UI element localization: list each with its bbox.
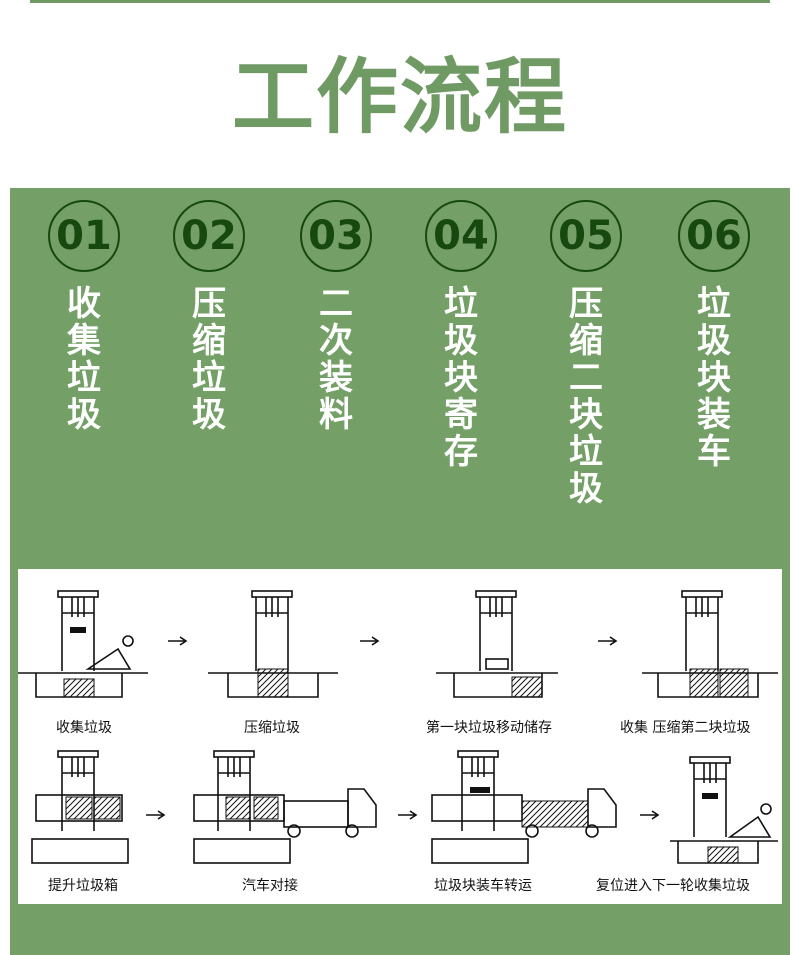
top-divider [30, 0, 770, 3]
diagram-caption: 垃圾块装车转运 [434, 878, 532, 894]
diagram-step-2 [208, 590, 338, 698]
diagram-step-4 [642, 590, 778, 698]
step-label: 压缩二块垃圾 [569, 284, 603, 509]
step-label: 二次装料 [319, 284, 353, 435]
diagram-step-3 [436, 590, 558, 698]
arrow-icon [640, 810, 660, 820]
step-label: 垃圾块装车 [697, 284, 731, 472]
process-diagram-drawing [18, 590, 778, 864]
step-number-badge: 04 [425, 200, 497, 272]
diagram-caption: 压缩垃圾 [244, 720, 300, 736]
process-diagram: 收集垃圾 压缩垃圾 第一块垃圾移动储存 收集 压缩第二块垃圾 提升垃圾箱 汽车对… [18, 569, 782, 904]
step-label: 压缩垃圾 [192, 284, 226, 435]
step-number-badge: 03 [300, 200, 372, 272]
diagram-step-8 [670, 756, 778, 864]
step-03: 03 二次装料 [300, 200, 376, 434]
diagram-caption: 第一块垃圾移动储存 [426, 720, 552, 736]
step-number-badge: 01 [48, 200, 120, 272]
arrow-icon [398, 810, 418, 820]
arrow-icon [598, 636, 618, 646]
diagram-step-5 [31, 750, 129, 864]
step-number-badge: 06 [678, 200, 750, 272]
diagram-step-1 [18, 590, 148, 698]
step-06: 06 垃圾块装车 [678, 200, 754, 471]
step-05: 05 压缩二块垃圾 [550, 200, 626, 508]
step-02: 02 压缩垃圾 [173, 200, 249, 434]
diagram-caption: 复位进入下一轮收集垃圾 [596, 878, 750, 894]
arrow-icon [146, 810, 166, 820]
step-label: 垃圾块寄存 [444, 284, 478, 472]
diagram-caption: 汽车对接 [242, 878, 298, 894]
diagram-caption: 收集垃圾 [56, 720, 112, 736]
arrow-icon [168, 636, 188, 646]
diagram-step-6 [193, 750, 377, 864]
step-number-badge: 05 [550, 200, 622, 272]
step-01: 01 收集垃圾 [48, 200, 124, 434]
step-label: 收集垃圾 [67, 284, 101, 435]
step-04: 04 垃圾块寄存 [425, 200, 501, 471]
arrow-icon [360, 636, 380, 646]
page-title: 工作流程 [231, 50, 568, 145]
diagram-caption: 收集 压缩第二块垃圾 [620, 720, 751, 736]
diagram-caption: 提升垃圾箱 [48, 878, 118, 894]
step-number-badge: 02 [173, 200, 245, 272]
diagram-step-7 [431, 750, 617, 864]
